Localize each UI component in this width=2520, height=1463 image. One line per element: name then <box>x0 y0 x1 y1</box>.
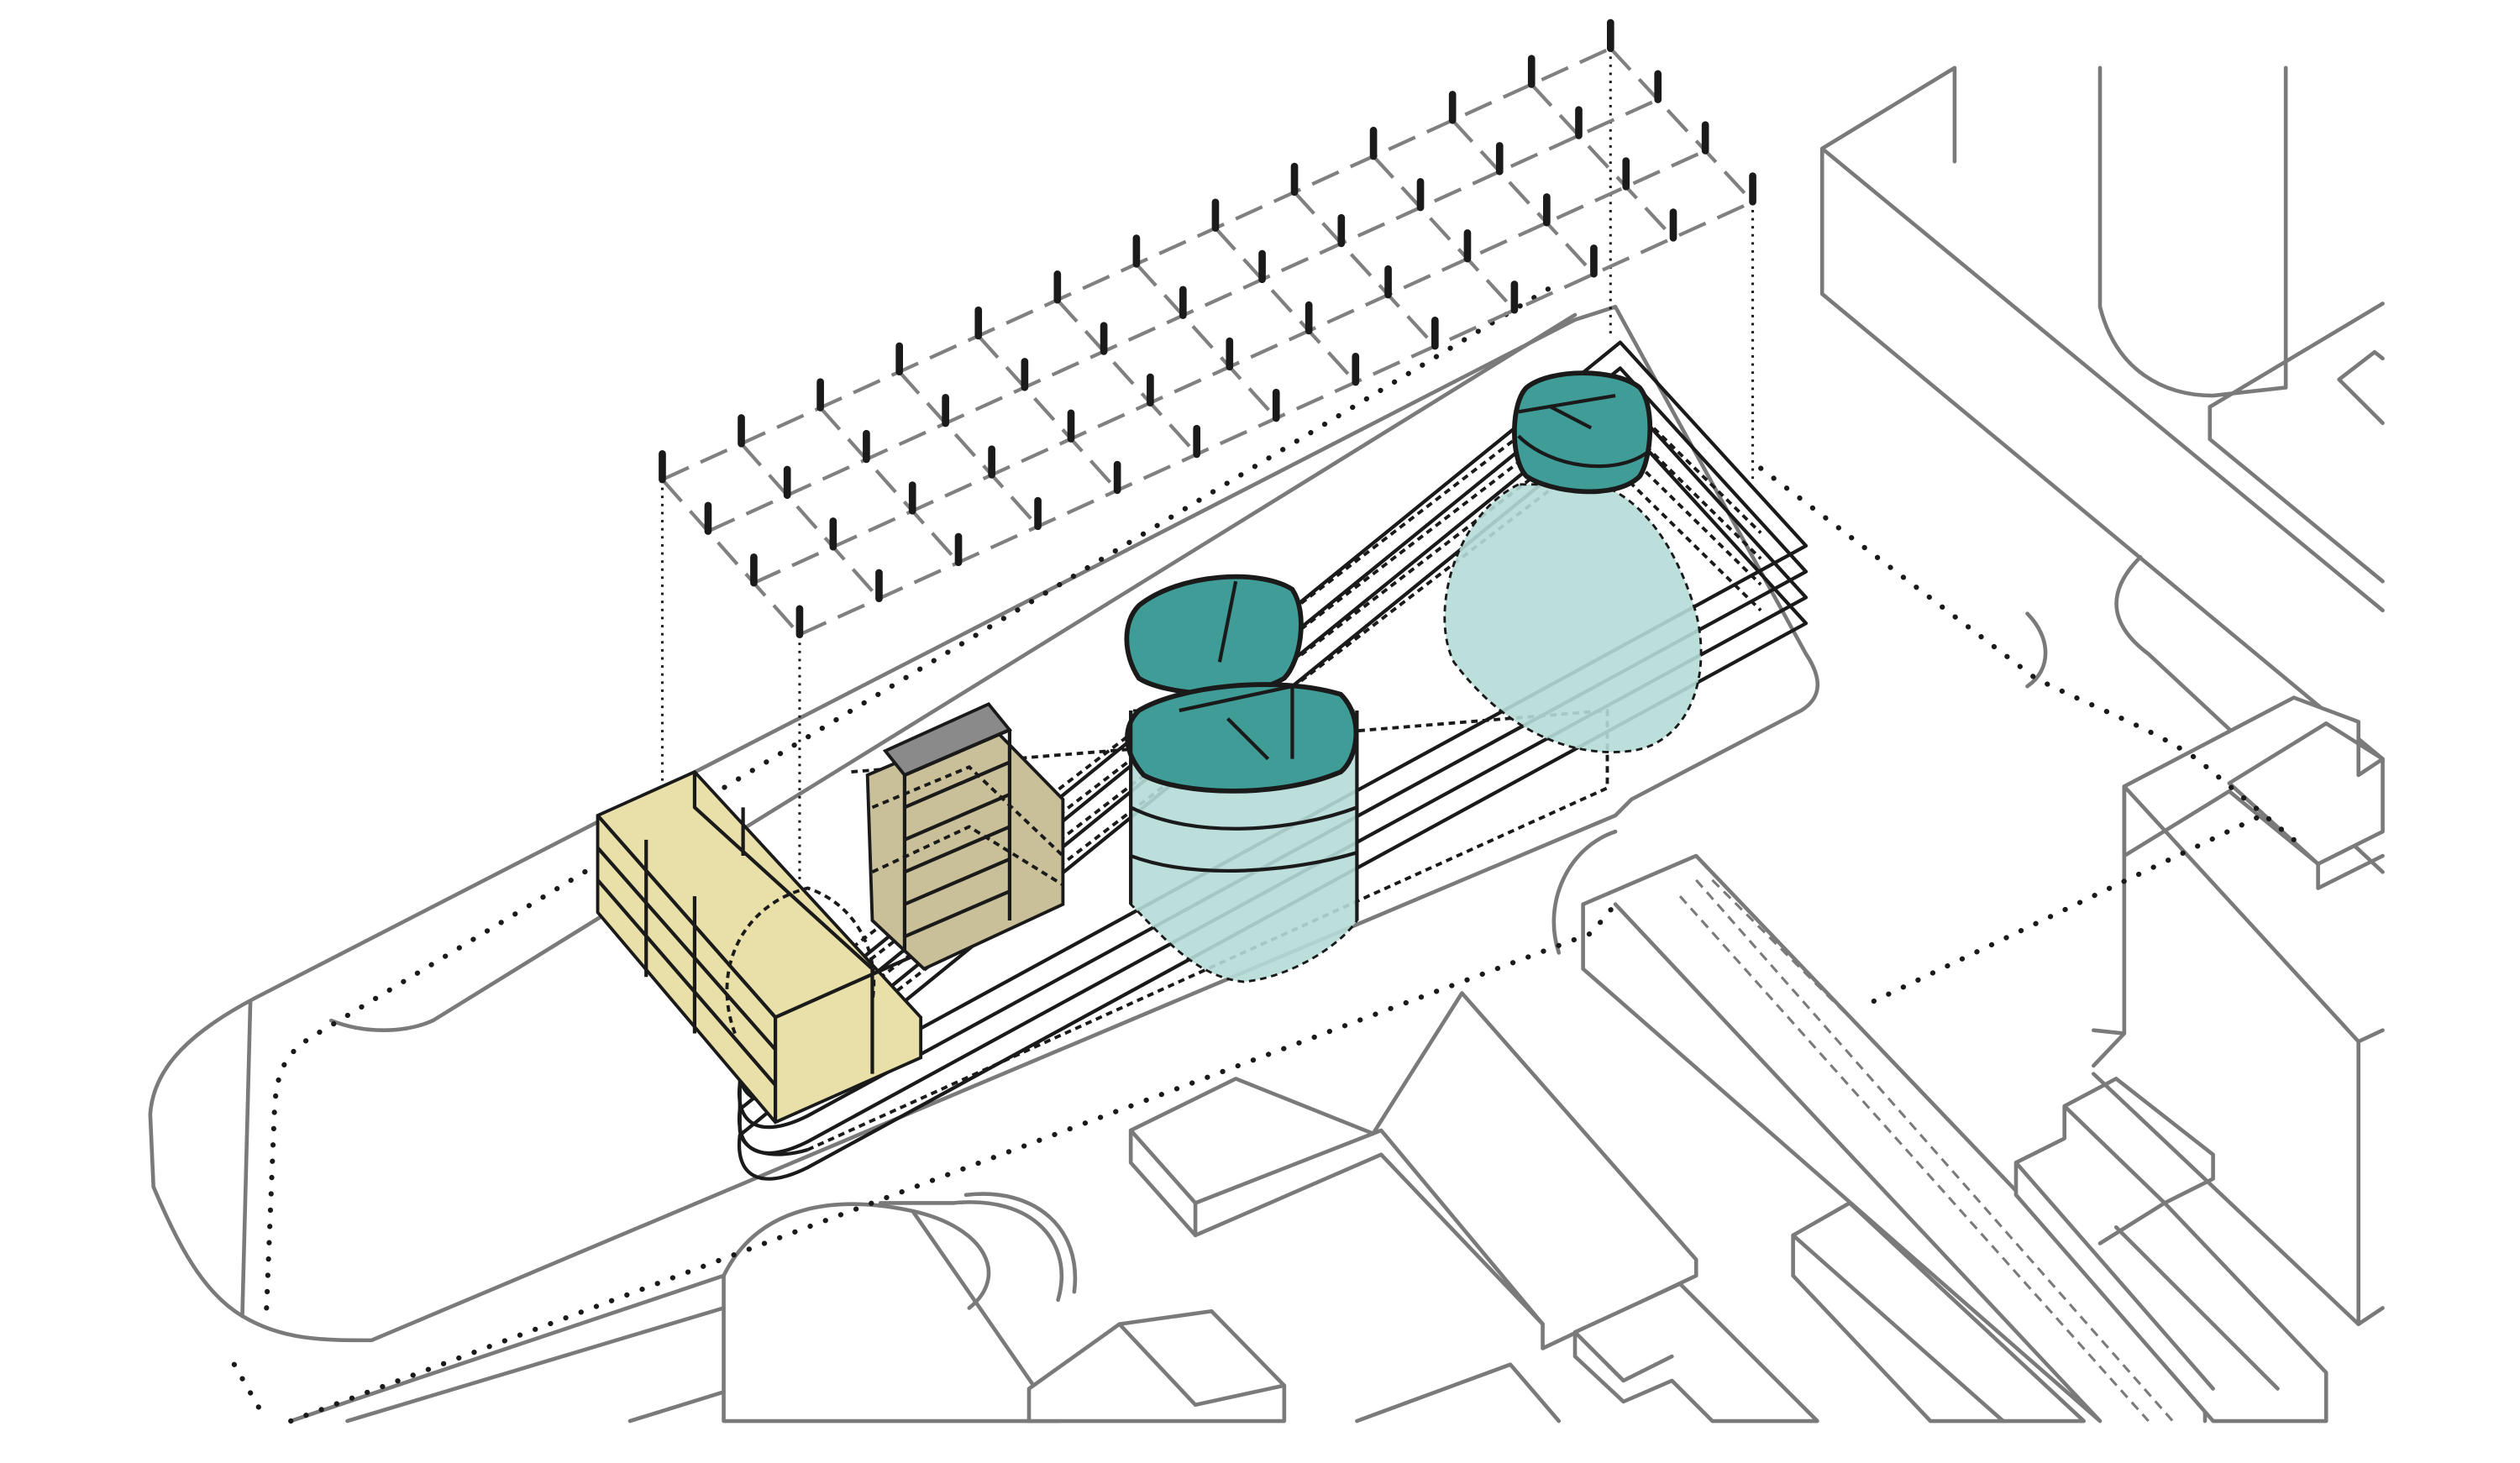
building-east-tall <box>2122 784 2385 1326</box>
building-south-gable-edge <box>1117 1322 1562 1424</box>
yellow-block-floor-lines <box>596 772 922 1123</box>
grid-line-cross <box>739 442 881 600</box>
floor-plate <box>737 417 1809 1181</box>
yellow-block-hidden-arc <box>725 886 876 1035</box>
grid-line-cross <box>1372 155 1516 312</box>
rail-track <box>1678 878 2174 1423</box>
building-stepped <box>2013 1077 2328 1424</box>
grid-line-cross <box>1609 47 1755 203</box>
building-south-east-edge <box>1791 1233 2005 1424</box>
teal-tower-center-crown <box>1125 682 1359 794</box>
tower-northeast <box>1819 66 2385 761</box>
grid-line-cross <box>1451 118 1595 275</box>
grid-line-cross <box>1056 298 1199 456</box>
grid-line-cross <box>1214 227 1357 384</box>
dotted-paths <box>231 48 2297 1424</box>
yellow-block <box>596 769 923 1125</box>
building-east-small <box>2208 302 2385 584</box>
teal-towers <box>1124 370 1703 983</box>
grid-line-cross <box>819 406 960 564</box>
grid-line-cross <box>1293 191 1436 348</box>
road-lines-southwest <box>288 1273 726 1424</box>
teal-tower-center-lines <box>1129 580 1359 920</box>
floor-plate-stem <box>738 1057 809 1156</box>
khaki-tower-hidden-lines <box>871 765 1064 887</box>
site-boundary <box>148 305 1820 1343</box>
teal-tower-east-lines <box>1517 393 1649 469</box>
grid-line-cross <box>977 334 1119 492</box>
context-buildings <box>148 66 2385 1424</box>
roof-canopy-grid <box>659 18 1756 638</box>
building-south-small-edge <box>1572 1329 1674 1383</box>
road-curve-east <box>2025 555 2385 874</box>
grid-line-cross <box>1135 262 1278 420</box>
khaki-tower <box>865 701 1065 971</box>
site-inner-notch <box>328 312 1578 1033</box>
road-curve-center <box>1551 829 1618 955</box>
building-south-east <box>1791 1201 2087 1424</box>
building-east-block <box>2122 695 2385 866</box>
building-southwest-arc <box>878 1192 1078 1310</box>
dotted-loop-west <box>231 285 1554 1424</box>
dotted-loop-east <box>1758 465 2297 1004</box>
teal-tower-east-base <box>1443 483 1703 753</box>
grid-line-cross <box>660 478 801 637</box>
building-south-center-edge <box>1128 1128 1545 1326</box>
building-east-block-top <box>2227 721 2385 890</box>
building-stepped-detail <box>2013 1028 2360 1391</box>
teal-tower-east-crown <box>1512 370 1653 495</box>
khaki-tower-floor-lines <box>902 727 1012 953</box>
building-southwest-curved <box>722 1202 1060 1424</box>
dotted-loop-south <box>288 901 1619 1424</box>
teal-tower-north-crown <box>1124 574 1304 696</box>
grid-line-cross <box>898 370 1040 528</box>
building-south-small <box>1572 1282 1819 1424</box>
site-inner-edge <box>240 999 253 1319</box>
grid-line-cross <box>1530 83 1675 239</box>
